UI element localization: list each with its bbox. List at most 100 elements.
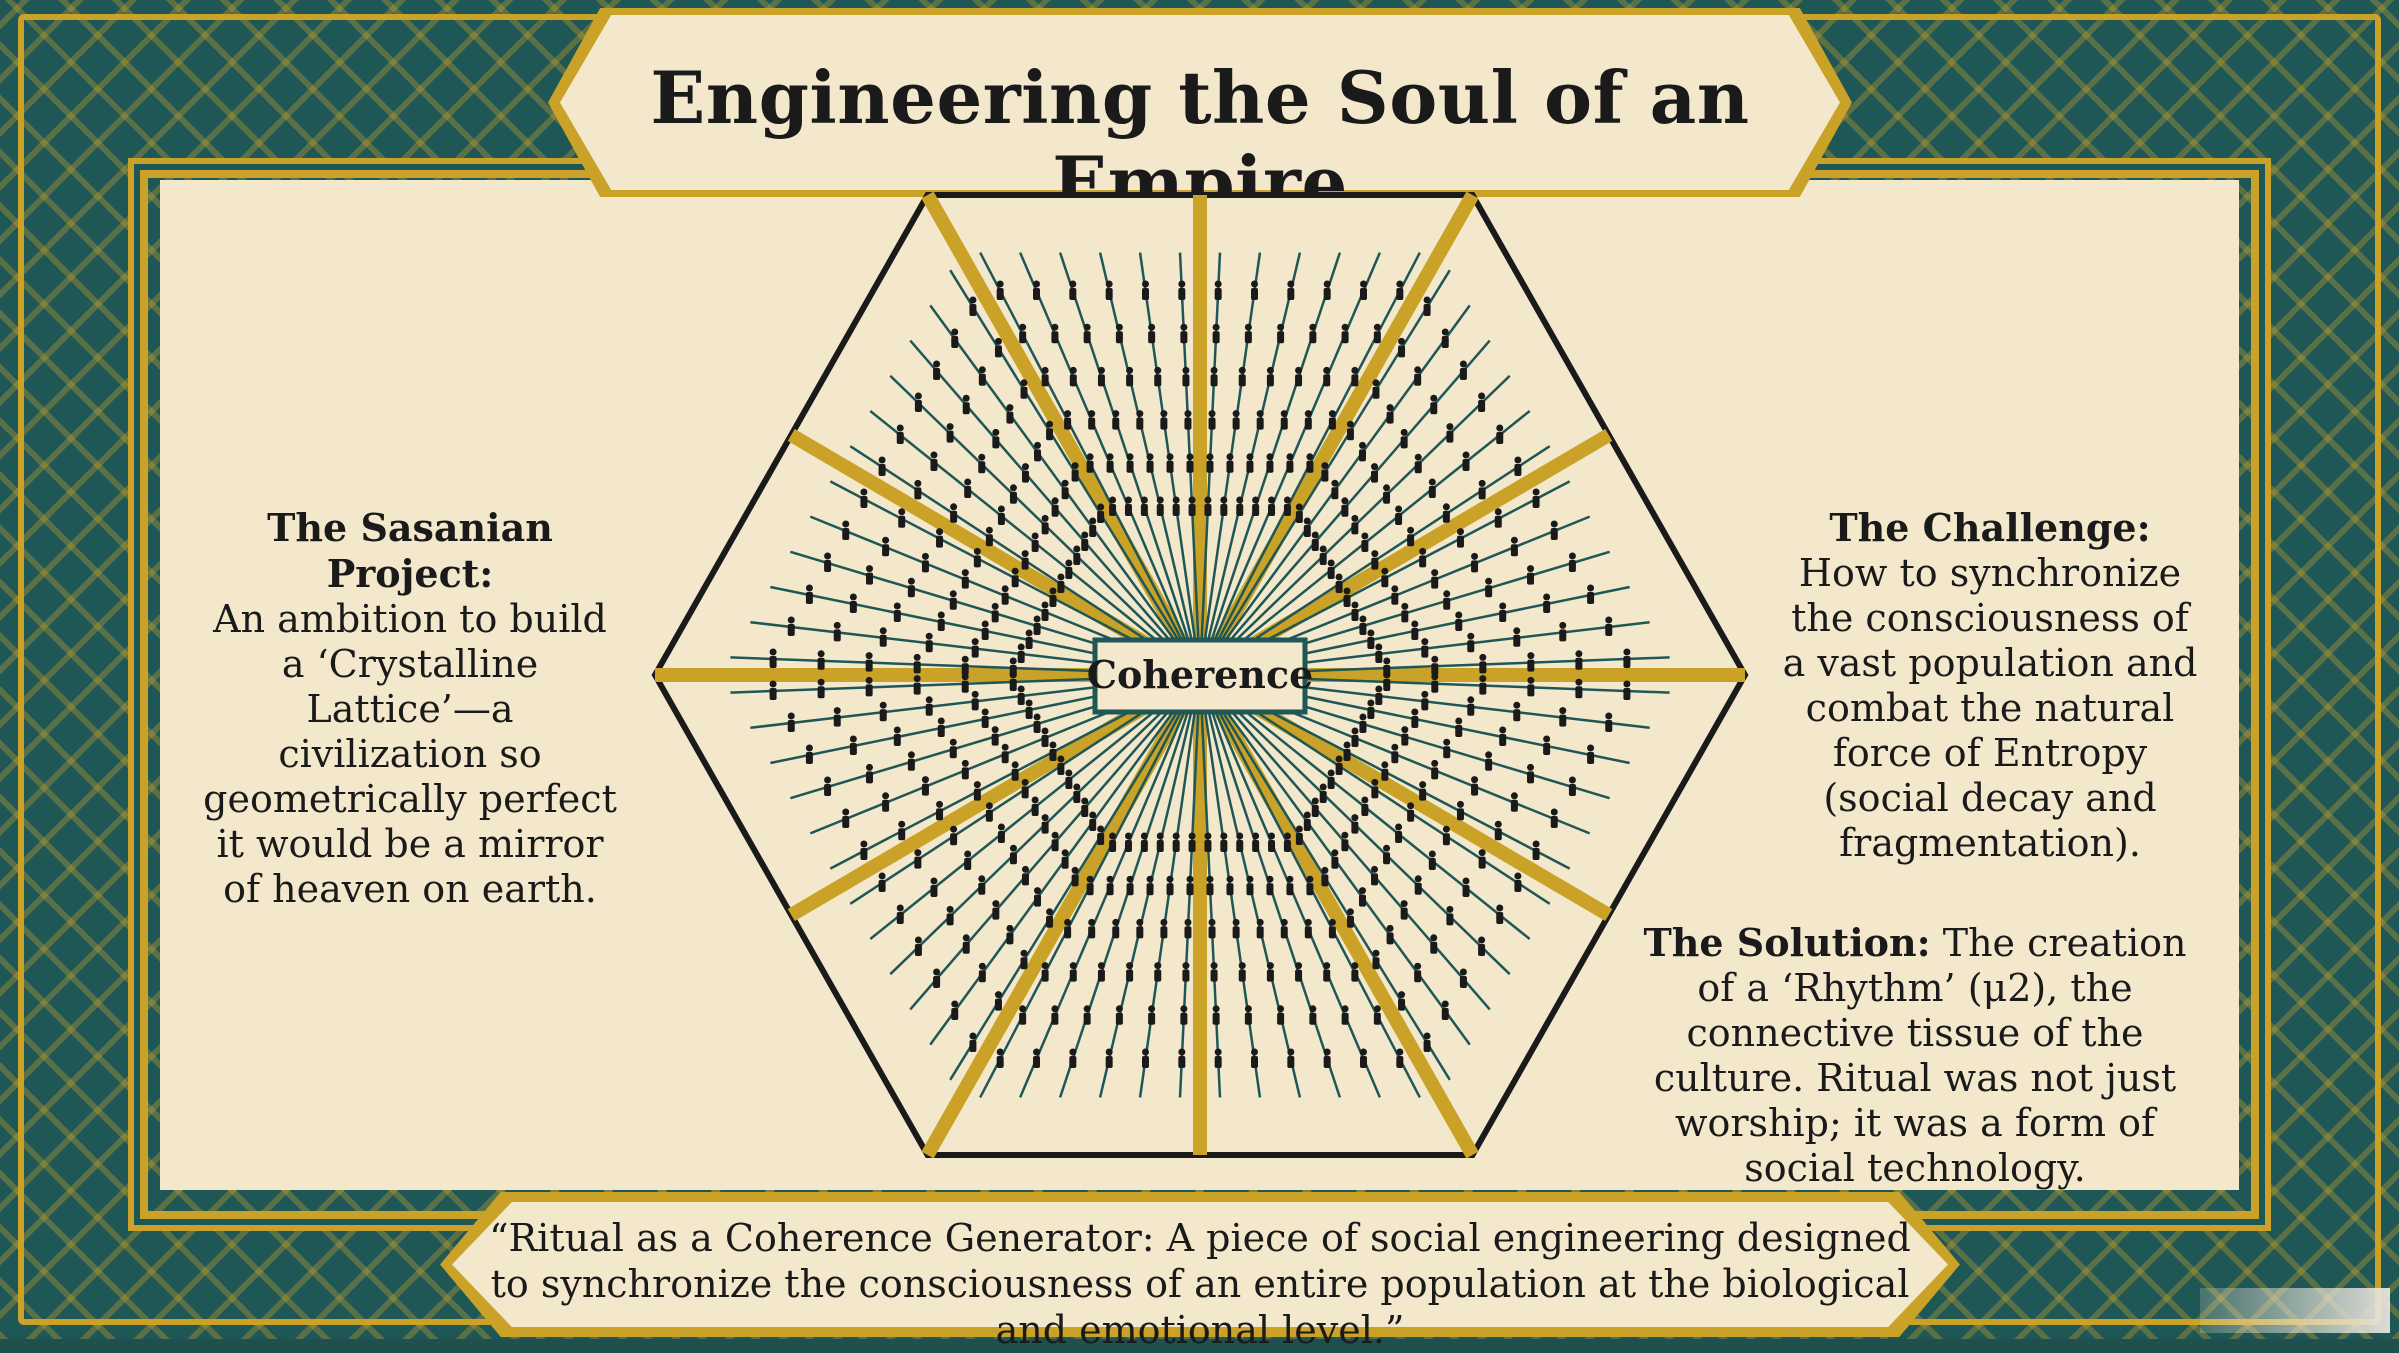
person-icon	[1071, 462, 1079, 482]
person-icon	[997, 505, 1005, 525]
person-icon	[1115, 323, 1123, 344]
gold-spoke	[787, 428, 1204, 682]
person-icon	[1184, 410, 1192, 430]
person-icon	[1172, 496, 1180, 516]
person-icon	[1287, 1048, 1295, 1068]
person-icon	[964, 850, 972, 870]
person-icon	[1268, 832, 1276, 852]
person-icon	[1025, 699, 1033, 719]
person-icon	[1206, 453, 1214, 473]
person-icon	[1206, 875, 1214, 896]
person-icon	[1105, 280, 1113, 300]
person-icon	[913, 675, 921, 695]
person-icon	[898, 820, 906, 841]
person-icon	[1112, 918, 1120, 939]
solution-heading: The Solution:	[1643, 920, 1931, 965]
person-icon	[1323, 1048, 1331, 1068]
person-icon	[1373, 1005, 1381, 1025]
person-icon	[1471, 552, 1479, 573]
person-icon	[949, 738, 957, 759]
person-icon	[1009, 671, 1017, 691]
person-icon	[913, 653, 921, 674]
person-icon	[769, 680, 777, 700]
person-icon	[1359, 615, 1367, 635]
person-icon	[1073, 783, 1081, 803]
coherence-label: Coherence	[1087, 652, 1314, 697]
person-icon	[1360, 1048, 1367, 1068]
person-icon	[1069, 366, 1077, 387]
person-icon	[1001, 585, 1009, 605]
person-icon	[1319, 783, 1327, 803]
person-icon	[961, 569, 969, 589]
person-icon	[1146, 453, 1154, 473]
person-icon	[961, 673, 969, 693]
person-icon	[1232, 918, 1240, 939]
person-icon	[1124, 832, 1132, 852]
person-icon	[817, 678, 825, 699]
person-icon	[1328, 410, 1336, 430]
person-icon	[1115, 1005, 1123, 1025]
person-icon	[1089, 517, 1097, 537]
person-icon	[896, 904, 904, 924]
person-icon	[1061, 479, 1069, 500]
person-icon	[1543, 735, 1551, 755]
person-icon	[951, 1000, 959, 1020]
person-icon	[996, 1048, 1004, 1068]
person-icon	[921, 776, 929, 796]
person-icon	[950, 503, 958, 523]
person-icon	[933, 360, 941, 380]
person-icon	[1323, 280, 1331, 300]
person-icon	[1019, 323, 1027, 344]
person-icon	[1126, 962, 1134, 982]
person-icon	[1226, 453, 1234, 473]
person-icon	[1166, 453, 1174, 473]
person-icon	[1423, 1032, 1431, 1052]
person-icon	[937, 717, 945, 737]
person-icon	[925, 632, 933, 653]
person-icon	[1485, 577, 1493, 598]
person-icon	[1178, 280, 1186, 300]
gold-spoke	[921, 191, 1207, 679]
person-icon	[1256, 918, 1264, 939]
person-icon	[1568, 552, 1576, 572]
person-icon	[1441, 1000, 1449, 1020]
person-icon	[962, 394, 970, 415]
person-icon	[1136, 410, 1144, 430]
person-icon	[1283, 832, 1291, 852]
coherence-center: Coherence	[1087, 637, 1314, 715]
person-icon	[1071, 866, 1079, 887]
person-icon	[1034, 887, 1042, 907]
person-icon	[1126, 366, 1134, 387]
person-icon	[1252, 496, 1260, 516]
person-icon	[787, 712, 795, 732]
person-icon	[1295, 825, 1303, 845]
person-icon	[849, 735, 857, 755]
person-icon	[1304, 918, 1312, 939]
person-icon	[1431, 673, 1439, 693]
person-icon	[962, 934, 970, 954]
person-icon	[1414, 962, 1422, 983]
person-icon	[1550, 808, 1558, 828]
person-icon	[1041, 727, 1049, 747]
person-icon	[1331, 479, 1339, 500]
person-icon	[991, 602, 999, 623]
person-icon	[936, 800, 944, 821]
person-icon	[978, 962, 986, 983]
person-icon	[1051, 831, 1059, 852]
person-icon	[1266, 366, 1274, 387]
person-icon	[1081, 531, 1089, 551]
person-icon	[914, 392, 922, 412]
person-icon	[1371, 865, 1379, 886]
person-icon	[1428, 478, 1436, 498]
person-icon	[1446, 905, 1454, 926]
person-icon	[1178, 1048, 1186, 1068]
person-icon	[1311, 797, 1319, 817]
person-icon	[1328, 918, 1336, 939]
person-icon	[1327, 769, 1335, 789]
sasanian-project-text: The Sasanian Project: An ambition to bui…	[200, 505, 620, 912]
person-icon	[1238, 962, 1246, 982]
person-icon	[1065, 559, 1073, 579]
person-icon	[964, 478, 972, 498]
person-icon	[898, 508, 906, 528]
person-icon	[1266, 875, 1274, 896]
